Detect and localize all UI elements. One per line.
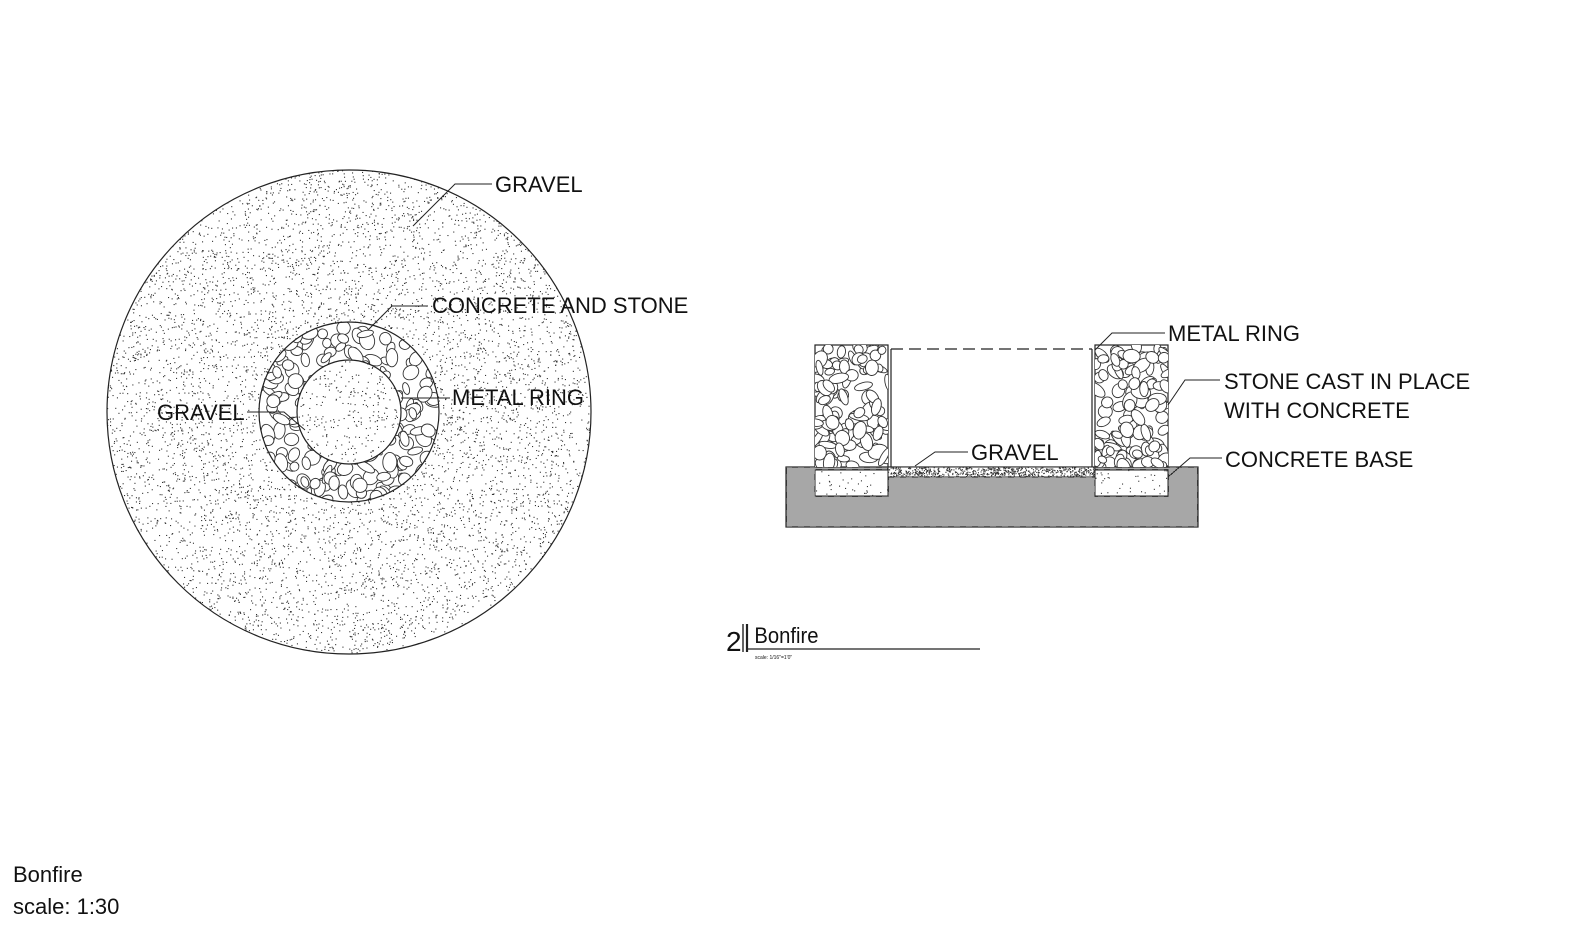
label-metal-ring-plan: METAL RING [452,385,584,410]
leader-metal-ring-section [1094,332,1165,351]
concrete-base-hatch-right [1095,470,1168,496]
stone-hatch-ring [258,322,439,502]
plan-view: GRAVEL CONCRETE AND STONE METAL RING GRA… [106,169,688,655]
label-gravel-inner: GRAVEL [157,400,245,425]
leader-concrete-stone [367,305,428,331]
leader-gravel-outer [412,183,492,227]
detail-scale: scale: 1/16"=1'0" [755,655,792,661]
leader-concrete-base [1167,457,1222,478]
outer-gravel-circle [106,169,592,655]
concrete-base-right [1094,469,1169,497]
label-concrete-stone: CONCRETE AND STONE [432,293,688,318]
detail-number: 2 [726,626,742,657]
gravel-strip-hatch [888,467,1095,477]
metal-ring-circle [296,359,402,465]
label-gravel-section: GRAVEL [971,440,1059,465]
label-metal-ring-section: METAL RING [1168,321,1300,346]
leader-gravel-inner [247,411,306,431]
concrete-base-left [814,469,889,497]
label-gravel-outer: GRAVEL [495,172,583,197]
sheet-title: Bonfire [13,862,83,887]
leader-gravel-section [914,451,968,467]
stone-hatch-right [1095,345,1168,467]
section-view: METAL RING STONE CAST IN PLACE WITH CONC… [785,321,1470,528]
stone-hatch-left [815,345,888,467]
label-concrete-base: CONCRETE BASE [1225,447,1413,472]
label-stone-cast-line2: WITH CONCRETE [1224,398,1410,423]
sheet-title-block: Bonfire scale: 1:30 [13,862,119,919]
detail-title: Bonfire [754,624,818,648]
label-stone-cast-line1: STONE CAST IN PLACE [1224,369,1470,394]
leader-stone-cast [1167,379,1220,406]
detail-title-block: 2 Bonfire scale: 1/16"=1'0" [726,624,980,661]
concrete-base-hatch-left [816,471,888,496]
sheet-scale: scale: 1:30 [13,894,119,919]
